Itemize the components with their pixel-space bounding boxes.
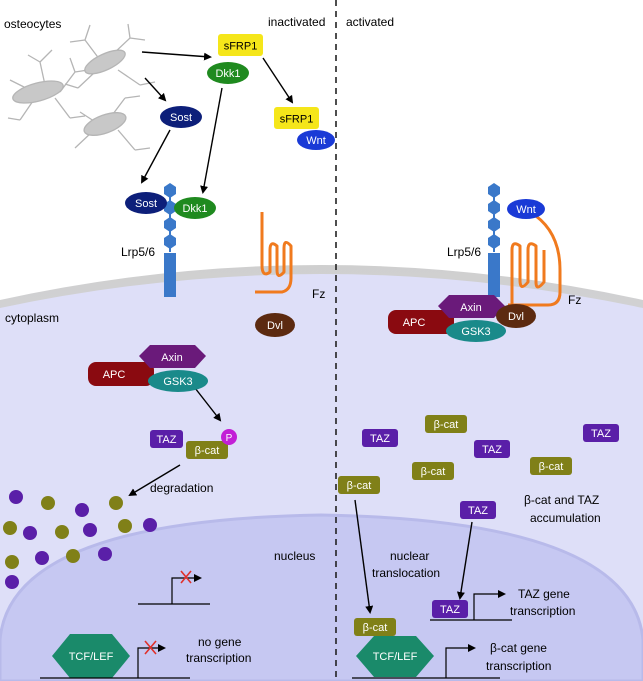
bcat-acc-1: β-cat — [434, 419, 459, 431]
blocked-promoter-lower — [40, 640, 190, 679]
tcf-lef-left — [52, 634, 130, 678]
bcat-promoter — [352, 644, 500, 679]
wnt-label-inactive: Wnt — [306, 135, 326, 147]
fz-label-right: Fz — [568, 293, 581, 307]
apc-shape-left — [88, 362, 154, 386]
sost-label-free: Sost — [170, 112, 192, 124]
taz-gene-label-1: TAZ gene — [518, 587, 570, 601]
taz-acc-1: TAZ — [370, 433, 390, 445]
no-gene-label-2: transcription — [186, 651, 251, 665]
axin-label-right: Axin — [460, 302, 481, 314]
sost-label-bound: Sost — [135, 198, 157, 210]
dvl-ellipse-left — [255, 313, 295, 337]
wnt-label-active: Wnt — [516, 204, 536, 216]
taz-acc-3: TAZ — [591, 428, 611, 440]
bcat-box-nuclear — [354, 618, 396, 636]
gsk3-label-right: GSK3 — [461, 326, 490, 338]
lrp-receptor-right — [488, 183, 500, 297]
cytoplasm-label: cytoplasm — [5, 311, 59, 325]
apc-shape-right — [388, 310, 454, 334]
apc-label-left: APC — [103, 369, 126, 381]
wnt-ellipse-inactive — [297, 130, 335, 150]
axin-shape-right — [438, 295, 505, 318]
translocation-label-1: nuclear — [390, 549, 429, 563]
taz-box-nuclear — [432, 600, 468, 618]
sfrp1-box — [218, 34, 263, 56]
nucleus-label: nucleus — [274, 549, 315, 563]
taz-acc-2: TAZ — [482, 444, 502, 456]
fz-label-left: Fz — [312, 287, 325, 301]
dkk1-label: Dkk1 — [215, 68, 240, 80]
gsk3-ellipse-left — [148, 370, 208, 392]
osteocytes-label: osteocytes — [4, 17, 61, 31]
taz-promoter — [430, 590, 512, 621]
accumulation-label-2: accumulation — [530, 511, 601, 525]
lrp-receptor-left — [164, 183, 176, 297]
bcat-box-left — [186, 441, 228, 459]
bcat-acc-3: β-cat — [539, 461, 564, 473]
lrp-label-right: Lrp5/6 — [447, 245, 481, 259]
gsk3-label-left: GSK3 — [163, 376, 192, 388]
bcat-acc-4: β-cat — [347, 480, 372, 492]
dkk1-ellipse — [207, 62, 249, 84]
bcat-label-nuclear: β-cat — [363, 622, 388, 634]
bcat-gene-label-2: transcription — [486, 659, 551, 673]
sfrp1-box-complex — [274, 107, 319, 129]
dkk1-ellipse-bound — [174, 197, 216, 219]
fz-receptor-left — [255, 212, 293, 294]
bcat-label-left: β-cat — [195, 445, 220, 457]
taz-label-left: TAZ — [157, 434, 177, 446]
blocked-promoter-upper — [138, 570, 210, 605]
degraded-fragments — [3, 490, 157, 589]
taz-box-left — [150, 430, 183, 448]
no-gene-label-1: no gene — [198, 635, 242, 649]
sost-ellipse-free — [160, 106, 202, 128]
sfrp1-complex-label: sFRP1 — [280, 114, 314, 126]
dvl-label-left: Dvl — [267, 320, 283, 332]
signal-arrows — [128, 51, 473, 614]
sfrp1-label: sFRP1 — [224, 41, 258, 53]
tcf-lef-label-right: TCF/LEF — [373, 651, 418, 663]
dvl-label-right: Dvl — [508, 311, 524, 323]
gsk3-ellipse-right — [446, 320, 506, 342]
dvl-ellipse-right — [496, 304, 536, 328]
fz-receptor-right — [508, 210, 562, 307]
tcf-lef-right — [356, 636, 434, 677]
nucleus-region — [0, 513, 643, 681]
phospho-circle — [221, 429, 237, 445]
accumulation-label-1: β-cat and TAZ — [524, 493, 599, 507]
translocation-label-2: translocation — [372, 566, 440, 580]
dkk1-label-bound: Dkk1 — [182, 203, 207, 215]
wnt-ellipse-active — [507, 199, 545, 219]
axin-shape-left — [139, 345, 206, 368]
bcat-gene-label-1: β-cat gene — [490, 641, 547, 655]
taz-label-nuclear: TAZ — [440, 604, 460, 616]
taz-acc-4: TAZ — [468, 505, 488, 517]
bcat-acc-2: β-cat — [421, 466, 446, 478]
accumulated-proteins: TAZ β-cat TAZ TAZ β-cat β-cat β-cat TAZ — [338, 415, 619, 519]
inactivated-label: inactivated — [268, 15, 325, 29]
axin-label-left: Axin — [161, 352, 182, 364]
osteocyte-cells — [7, 23, 156, 151]
degradation-label: degradation — [150, 481, 213, 495]
sost-ellipse-bound — [125, 192, 167, 214]
phospho-label: P — [226, 433, 233, 444]
apc-label-right: APC — [403, 317, 426, 329]
lrp-label-left: Lrp5/6 — [121, 245, 155, 259]
tcf-lef-label-left: TCF/LEF — [69, 651, 114, 663]
taz-gene-label-2: transcription — [510, 604, 575, 618]
activated-label: activated — [346, 15, 394, 29]
